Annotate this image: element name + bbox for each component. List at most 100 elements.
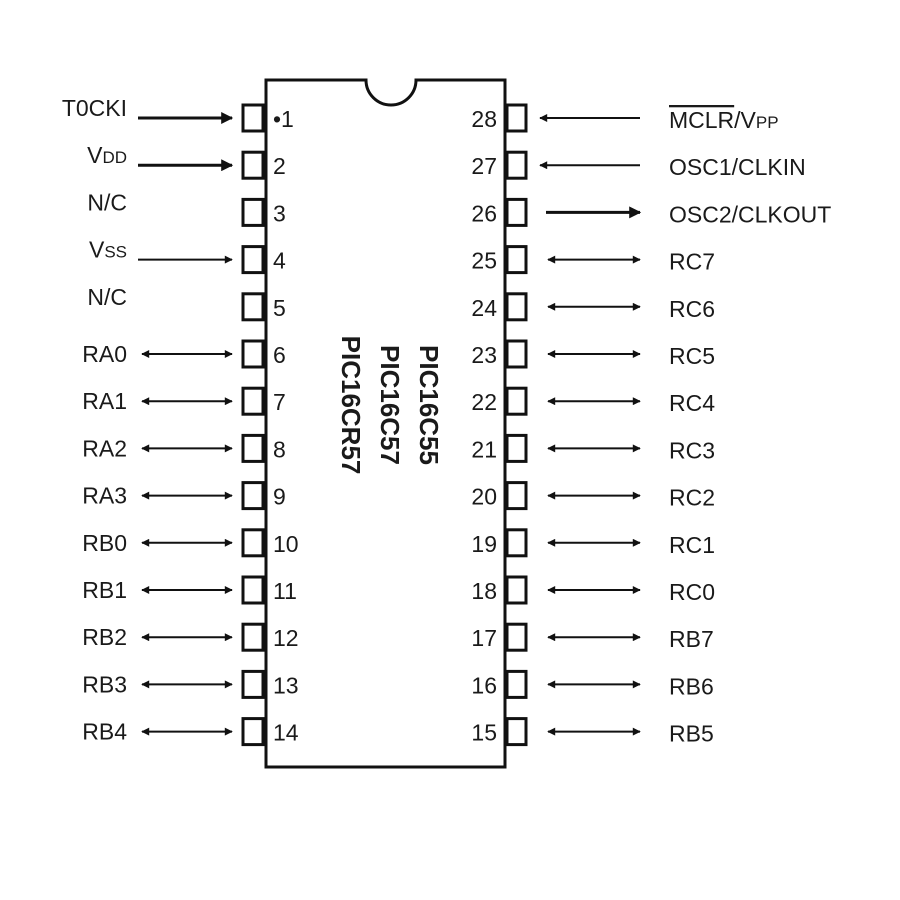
pin-number: 8 bbox=[273, 436, 286, 462]
pin-label-name: V bbox=[89, 237, 105, 263]
pin-number: 15 bbox=[471, 720, 497, 746]
pin-label-name: RC4 bbox=[669, 390, 715, 416]
pin-label: N/C bbox=[87, 189, 127, 215]
pin-label: RB7 bbox=[669, 626, 714, 652]
pin-number: 19 bbox=[471, 531, 497, 557]
pin-pad bbox=[241, 386, 265, 416]
pin-label: VDD bbox=[87, 142, 127, 168]
pin-pad bbox=[241, 575, 265, 605]
pin-label: RC0 bbox=[669, 579, 715, 605]
pin-label-name: RB2 bbox=[82, 624, 127, 650]
pin-number: 12 bbox=[273, 625, 299, 651]
pin-label-name: OSC1/CLKIN bbox=[669, 154, 806, 180]
pin-label-name: RC0 bbox=[669, 579, 715, 605]
pin-label: RB1 bbox=[82, 577, 127, 603]
pin-pad bbox=[505, 386, 528, 416]
pin-pad bbox=[505, 433, 528, 463]
pin-19: 19 RC1 bbox=[471, 528, 715, 558]
pin-number: 13 bbox=[273, 672, 299, 698]
pin-label-sub: DD bbox=[102, 148, 127, 167]
pin-pad bbox=[505, 622, 528, 652]
pin-label-name: RC3 bbox=[669, 437, 715, 463]
pin-label: RC7 bbox=[669, 249, 715, 275]
pin-label: RB3 bbox=[82, 671, 127, 697]
pin-pad bbox=[241, 717, 265, 747]
pin-number: 22 bbox=[471, 389, 497, 415]
part-name-pic16c57: PIC16C57 bbox=[375, 345, 405, 465]
pin-pad bbox=[505, 292, 528, 322]
pin-label-overline: MCLR bbox=[669, 107, 734, 133]
pin-label: OSC1/CLKIN bbox=[669, 154, 806, 180]
pin-7: 7 RA1 bbox=[82, 386, 286, 416]
pin-11: 11 RB1 bbox=[82, 575, 297, 605]
pin-label-name: RC7 bbox=[669, 249, 715, 275]
pin-12: 12 RB2 bbox=[82, 622, 299, 652]
pin-label-name: RB6 bbox=[669, 673, 714, 699]
pin-label: RA1 bbox=[82, 388, 127, 414]
pin-number: 11 bbox=[273, 578, 297, 604]
pin-pad bbox=[505, 245, 528, 275]
pin-label-name: RA1 bbox=[82, 388, 127, 414]
pin-label-sub: SS bbox=[104, 243, 127, 262]
pin-number: 24 bbox=[471, 295, 497, 321]
pin-label-name: RB3 bbox=[82, 671, 127, 697]
pin-label-name: /V bbox=[734, 107, 756, 133]
pin-number: 20 bbox=[471, 484, 497, 510]
chip-body bbox=[264, 78, 507, 769]
pin-pad bbox=[505, 669, 528, 699]
pin-label: RC2 bbox=[669, 485, 715, 511]
pin-label-name: RC1 bbox=[669, 532, 715, 558]
pin-label-name: N/C bbox=[87, 284, 127, 310]
pin-label-sub: PP bbox=[756, 113, 779, 132]
pin-label-name: RB7 bbox=[669, 626, 714, 652]
pin-number: 7 bbox=[273, 389, 286, 415]
pin-label: OSC2/CLKOUT bbox=[669, 201, 831, 227]
pin-1: •1 T0CKI bbox=[62, 95, 294, 133]
pin-label-name: RB5 bbox=[669, 721, 714, 747]
pin-label-name: RB0 bbox=[82, 530, 127, 556]
pin-number: 18 bbox=[471, 578, 497, 604]
pin-label: RC3 bbox=[669, 437, 715, 463]
pin-number: 16 bbox=[471, 672, 497, 698]
pin-number: •1 bbox=[273, 106, 294, 132]
pin-number: 23 bbox=[471, 342, 497, 368]
pin-pad bbox=[241, 103, 265, 133]
pin-23: 23 RC5 bbox=[471, 339, 715, 369]
pin-4: 4 VSS bbox=[89, 237, 286, 275]
pin-label-name: RC5 bbox=[669, 343, 715, 369]
pin-number: 4 bbox=[273, 248, 286, 274]
pin-20: 20 RC2 bbox=[471, 481, 715, 511]
pins: •1T0CKI2VDD3N/C4VSS5N/C6RA07RA18RA29RA31… bbox=[62, 95, 832, 747]
pin-label: RA0 bbox=[82, 341, 127, 367]
pin-pad bbox=[241, 292, 265, 322]
pin-label: RC1 bbox=[669, 532, 715, 558]
pin-label-name: RA0 bbox=[82, 341, 127, 367]
pin-2: 2 VDD bbox=[87, 142, 286, 180]
pin-label: T0CKI bbox=[62, 95, 127, 121]
pin-pad bbox=[505, 150, 528, 180]
pin-pad bbox=[241, 481, 265, 511]
pin-pad bbox=[241, 245, 265, 275]
pin-number: 3 bbox=[273, 200, 286, 226]
pin-number: 5 bbox=[273, 295, 286, 321]
pin-18: 18 RC0 bbox=[471, 575, 715, 605]
pin-pad bbox=[505, 197, 528, 227]
pin-pad bbox=[241, 528, 265, 558]
pin-number: 2 bbox=[273, 153, 286, 179]
pin-label: RB4 bbox=[82, 719, 127, 745]
pin-27: 27 OSC1/CLKIN bbox=[471, 150, 806, 180]
pin-15: 15 RB5 bbox=[471, 717, 714, 747]
part-names: PIC16C55 PIC16C57 PIC16CR57 bbox=[336, 336, 444, 475]
pin-number: 27 bbox=[471, 153, 497, 179]
pin-label: RB6 bbox=[669, 673, 714, 699]
pin-label: N/C bbox=[87, 284, 127, 310]
pin-label: RB0 bbox=[82, 530, 127, 556]
pin-16: 16 RB6 bbox=[471, 669, 714, 699]
